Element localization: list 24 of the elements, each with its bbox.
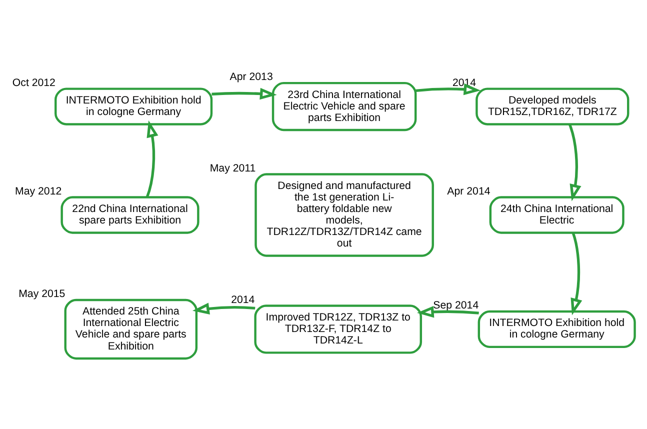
node-box: 22nd China International spare parts Exhibition (60, 196, 200, 234)
arrow (146, 120, 158, 198)
node-box: 24th China International Electric (489, 196, 624, 234)
node-box: Improved TDR12Z, TDR13Z to TDR13Z-F, TDR14Z to TDR14Z-L (254, 304, 422, 354)
arrow (192, 302, 256, 314)
node-label: May 2011 (210, 162, 256, 174)
node-label: Oct 2012 (12, 76, 56, 88)
node-label: Apr 2013 (230, 70, 273, 83)
node-box: INTERMOTO Exhibition hold in cologne Germany (54, 87, 213, 125)
arrow (570, 232, 582, 315)
node-box: Attended 25th China International Electric Vehicle and spare parts Exhibition (64, 298, 198, 360)
node-box: Developed models TDR15Z,TDR16Z, TDR17Z (476, 87, 630, 125)
node-box: Designed and manufactured the 1st generation Li-battery foldable new models, TDR12Z/TDR13Z/TDR14Z came out (254, 172, 434, 256)
arrow (416, 306, 479, 318)
arrow (416, 82, 481, 95)
node-box: 23rd China International Electric Vehicle and spare parts Exhibition (272, 81, 417, 131)
node-box: INTERMOTO Exhibition hold in cologne Germany (478, 310, 636, 348)
node-label: Apr 2014 (447, 184, 490, 197)
arrow (568, 123, 582, 201)
node-label: 2014 (231, 293, 255, 306)
arrow (212, 87, 277, 100)
node-label: May 2015 (18, 288, 66, 300)
node-label: Sep 2014 (433, 299, 479, 312)
node-label: May 2012 (15, 184, 62, 197)
